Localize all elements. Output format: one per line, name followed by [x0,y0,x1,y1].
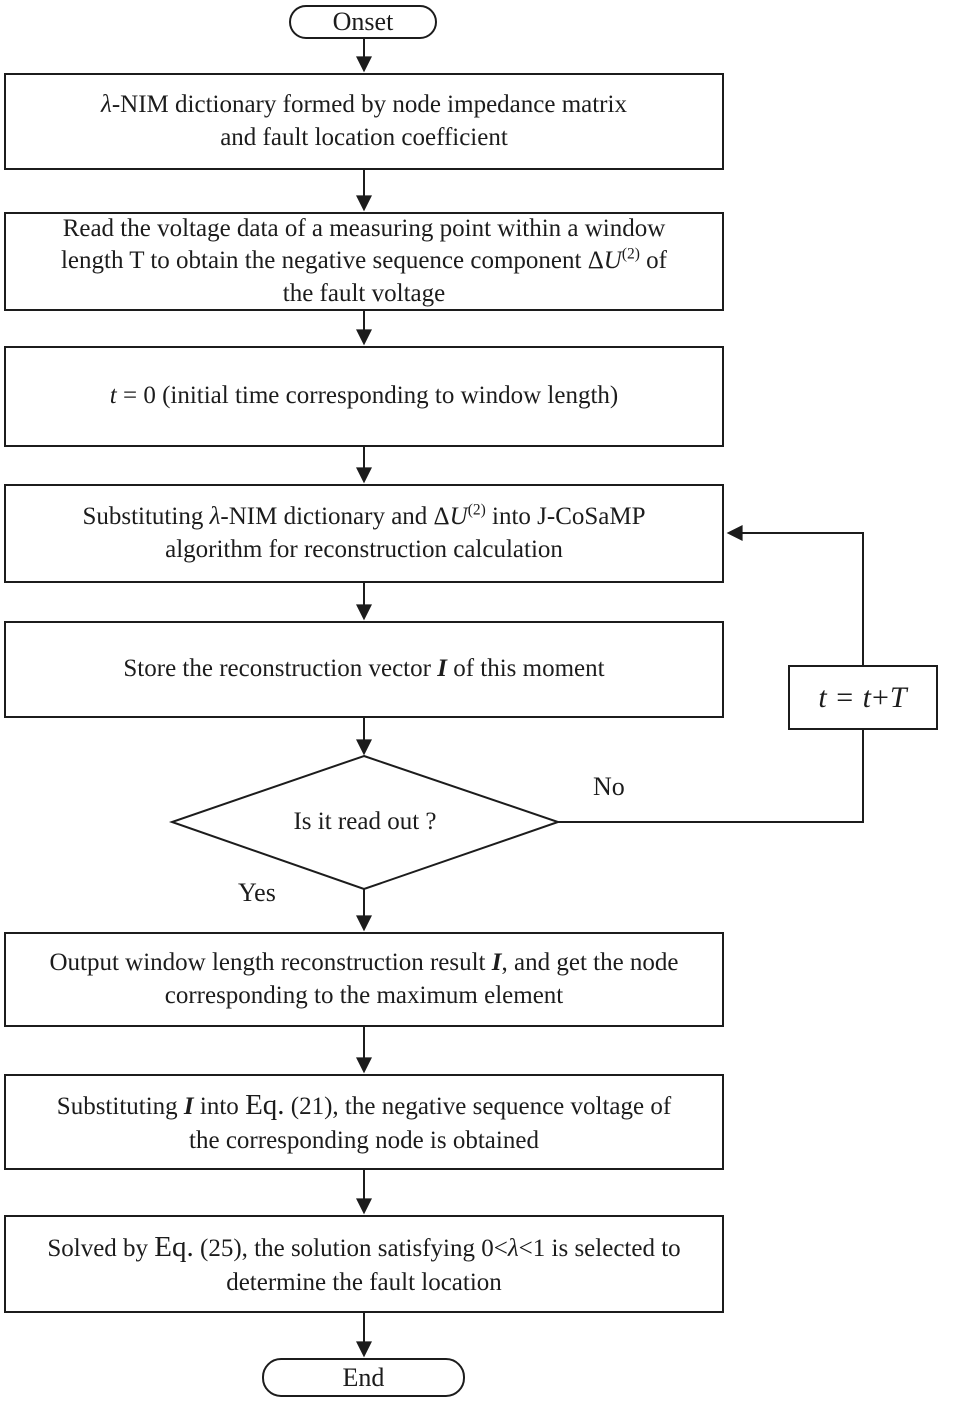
process-store-vector: Store the reconstruction vector I of thi… [4,621,724,718]
end-terminal-label: End [342,1362,385,1392]
process-initial-time: t = 0 (initial time corresponding to win… [4,346,724,447]
start-terminal-label: Onset [332,7,394,37]
end-terminal: End [262,1358,465,1397]
decision-is-it-read-out: Is it read out ? [293,808,437,835]
process-nim-dictionary: λ-NIM dictionary formed by node impedanc… [4,73,724,170]
process-time-increment: t = t+T [788,665,938,730]
branch-label-yes: Yes [238,878,276,907]
decision-diamond-shape [168,754,562,891]
process-read-voltage-data: Read the voltage data of a measuring poi… [4,212,724,311]
process-solve-eq25: Solved by Eq. (25), the solution satisfy… [4,1215,724,1313]
start-terminal: Onset [289,5,437,39]
process-substitute-eq21: Substituting I into Eq. (21), the negati… [4,1074,724,1170]
process-substitute-cosamp: Substituting λ-NIM dictionary and ΔU(2) … [4,484,724,583]
process-output-result: Output window length reconstruction resu… [4,932,724,1027]
branch-label-no: No [593,772,625,801]
